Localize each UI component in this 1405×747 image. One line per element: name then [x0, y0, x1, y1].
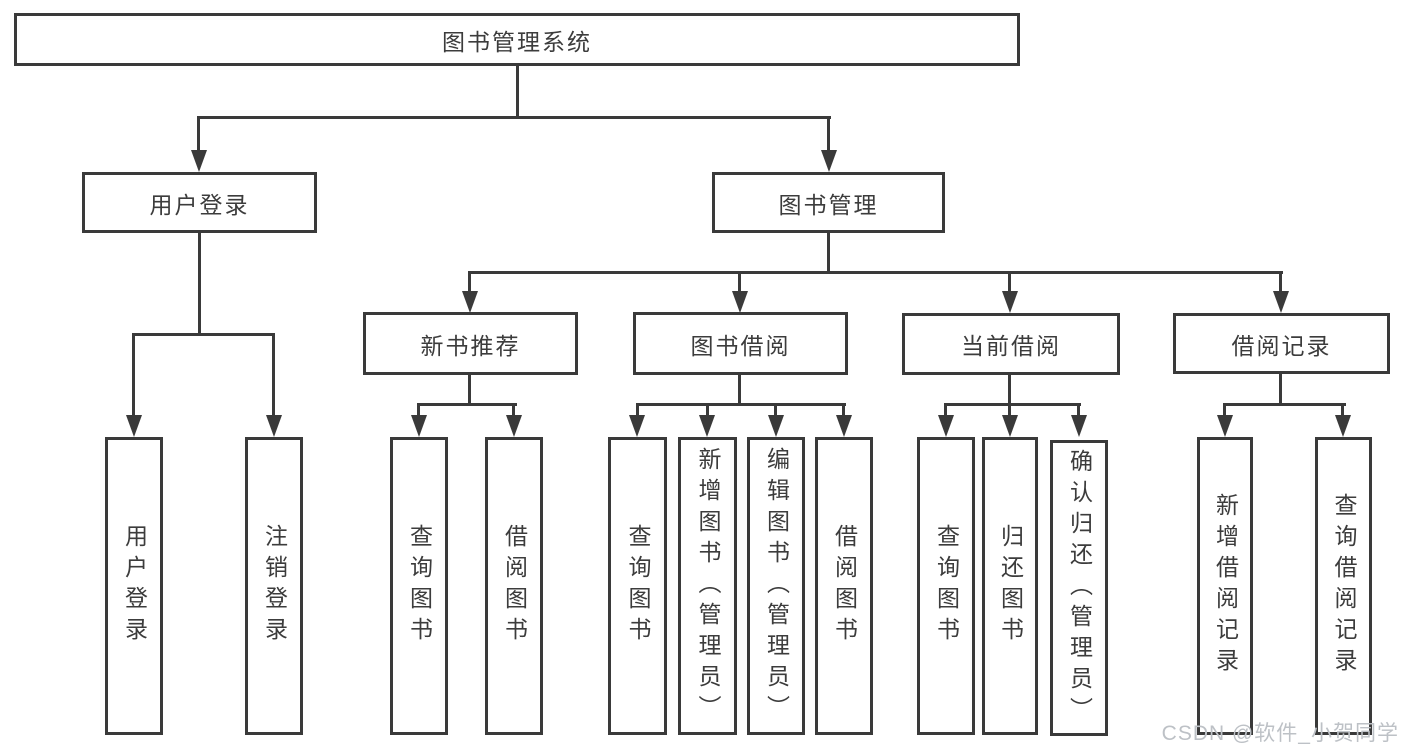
arrowhead-down-icon [1002, 291, 1018, 313]
connector-nb-child2-drop [512, 403, 515, 417]
node-user-login: 用户登录 [82, 172, 317, 233]
connector-nb-child1-drop [417, 403, 420, 417]
arrowhead-down-icon [411, 415, 427, 437]
connector-bb-child3-drop [774, 403, 777, 417]
connector-ul-child1-drop [132, 333, 135, 418]
node-user-login-label: 用户登录 [149, 191, 250, 218]
arrowhead-down-icon [629, 415, 645, 437]
arrowhead-down-icon [191, 150, 207, 172]
watermark: CSDN @软件_小贺同学 [1161, 722, 1399, 745]
connector-l3-drop-1 [468, 271, 471, 293]
arrowhead-down-icon [732, 291, 748, 313]
node-leaf-logout: 注销登录 [245, 437, 303, 735]
connector-cb-child3-drop [1077, 403, 1080, 417]
connector-bb-child1-drop [636, 403, 639, 417]
arrowhead-down-icon [821, 150, 837, 172]
node-current-borrow: 当前借阅 [902, 313, 1120, 375]
connector-user-login-stem [198, 231, 201, 336]
arrowhead-down-icon [699, 415, 715, 437]
arrowhead-down-icon [1335, 415, 1351, 437]
node-book-management: 图书管理 [712, 172, 945, 233]
connector-borrow-record-bus [1223, 403, 1346, 406]
arrowhead-down-icon [768, 415, 784, 437]
connector-ul-child2-drop [272, 333, 275, 418]
node-root: 图书管理系统 [14, 13, 1020, 66]
node-leaf-bb-query-book: 查询图书 [608, 437, 667, 735]
node-book-management-label: 图书管理 [778, 191, 879, 218]
connector-current-borrow-stem [1008, 373, 1011, 406]
connector-level2-bus [197, 116, 831, 119]
node-leaf-nb-borrow-book-label: 借阅图书 [501, 524, 528, 648]
connector-book-mgmt-stem [827, 231, 830, 274]
node-leaf-cb-query-book: 查询图书 [917, 437, 975, 735]
node-borrow-record: 借阅记录 [1173, 313, 1390, 374]
node-book-borrow: 图书借阅 [633, 312, 848, 375]
arrowhead-down-icon [1002, 415, 1018, 437]
node-leaf-bb-add-book-label: 新增图书（管理员） [695, 446, 721, 726]
node-new-book-recommend: 新书推荐 [363, 312, 578, 375]
arrowhead-down-icon [836, 415, 852, 437]
arrowhead-down-icon [1217, 415, 1233, 437]
node-leaf-bb-borrow-book: 借阅图书 [815, 437, 873, 735]
connector-bb-child4-drop [842, 403, 845, 417]
connector-l3-drop-2 [738, 271, 741, 293]
connector-l3-drop-4 [1279, 271, 1282, 293]
node-leaf-bb-borrow-book-label: 借阅图书 [831, 524, 858, 648]
node-new-book-recommend-label: 新书推荐 [420, 332, 521, 359]
node-leaf-cb-confirm-return-label: 确认归还（管理员） [1066, 448, 1093, 728]
arrowhead-down-icon [938, 415, 954, 437]
node-leaf-br-query-record-label: 查询借阅记录 [1331, 493, 1357, 679]
connector-bb-child2-drop [706, 403, 709, 417]
connector-root-stem [516, 64, 519, 119]
node-leaf-logout-label: 注销登录 [261, 524, 288, 648]
node-leaf-br-query-record: 查询借阅记录 [1315, 437, 1372, 735]
connector-book-borrow-stem [738, 373, 741, 406]
node-book-borrow-label: 图书借阅 [690, 332, 791, 359]
connector-new-book-bus [417, 403, 517, 406]
node-leaf-nb-query-book-label: 查询图书 [406, 524, 433, 648]
node-leaf-cb-query-book-label: 查询图书 [933, 524, 960, 648]
node-leaf-br-add-record: 新增借阅记录 [1197, 437, 1253, 735]
connector-current-borrow-bus [944, 403, 1081, 406]
node-leaf-bb-add-book: 新增图书（管理员） [678, 437, 737, 735]
connector-user-login-drop [197, 116, 200, 153]
node-leaf-bb-edit-book: 编辑图书（管理员） [747, 437, 805, 735]
node-leaf-nb-query-book: 查询图书 [390, 437, 448, 735]
arrowhead-down-icon [126, 415, 142, 437]
node-leaf-bb-edit-book-label: 编辑图书（管理员） [763, 446, 790, 726]
connector-cb-child1-drop [944, 403, 947, 417]
node-leaf-cb-return-book: 归还图书 [982, 437, 1038, 735]
connector-br-child1-drop [1223, 403, 1226, 417]
connector-user-login-bus [132, 333, 275, 336]
arrowhead-down-icon [506, 415, 522, 437]
node-leaf-cb-confirm-return: 确认归还（管理员） [1050, 440, 1108, 736]
arrowhead-down-icon [1273, 291, 1289, 313]
node-current-borrow-label: 当前借阅 [961, 333, 1061, 359]
node-borrow-record-label: 借阅记录 [1231, 332, 1332, 359]
node-leaf-bb-query-book-label: 查询图书 [625, 524, 651, 648]
connector-book-borrow-bus [636, 403, 846, 406]
node-leaf-user-login: 用户登录 [105, 437, 163, 735]
connector-level3-bus [468, 271, 1283, 274]
connector-borrow-record-stem [1279, 372, 1282, 406]
arrowhead-down-icon [1071, 415, 1087, 437]
node-leaf-user-login-label: 用户登录 [121, 524, 148, 648]
connector-book-mgmt-drop [827, 116, 830, 153]
connector-cb-child2-drop [1008, 403, 1011, 417]
node-root-label: 图书管理系统 [442, 28, 592, 55]
arrowhead-down-icon [462, 291, 478, 313]
node-leaf-br-add-record-label: 新增借阅记录 [1212, 493, 1239, 679]
connector-l3-drop-3 [1008, 271, 1011, 293]
node-leaf-cb-return-book-label: 归还图书 [997, 524, 1024, 648]
connector-br-child2-drop [1341, 403, 1344, 417]
connector-new-book-stem [468, 373, 471, 406]
node-leaf-nb-borrow-book: 借阅图书 [485, 437, 543, 735]
arrowhead-down-icon [266, 415, 282, 437]
